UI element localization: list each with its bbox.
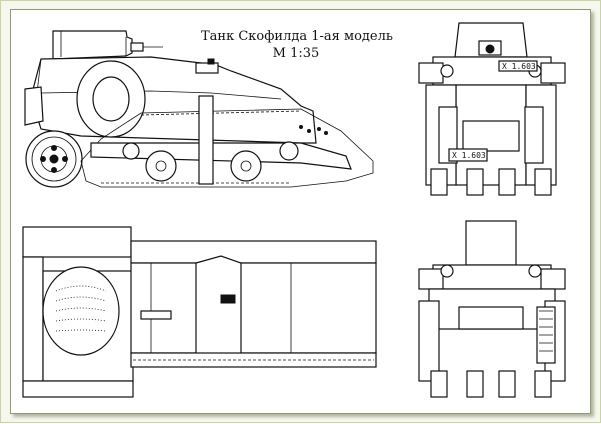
drawing-title-name: Танк Скофилда 1-ая модель bbox=[201, 29, 393, 44]
road-wheel-1 bbox=[145, 150, 177, 182]
turret-mg bbox=[130, 42, 144, 52]
rear-turret bbox=[465, 220, 517, 266]
front-plate-number: X 1.603 bbox=[502, 62, 536, 71]
road-wheel-2 bbox=[230, 150, 262, 182]
top-hull bbox=[130, 262, 377, 354]
rear-view bbox=[418, 220, 566, 398]
top-ring bbox=[42, 266, 120, 356]
top-view bbox=[22, 226, 377, 398]
drawing-title: Танк Скофилда 1-ая модель М 1:35 bbox=[201, 28, 393, 62]
hull-side bbox=[30, 56, 317, 144]
turret bbox=[52, 30, 133, 60]
drawing-scale: М 1:35 bbox=[272, 46, 320, 61]
front-lower-plate: X 1.603 bbox=[452, 151, 486, 160]
front-view: X 1.603 X 1.603 bbox=[418, 22, 566, 196]
front-plate bbox=[498, 60, 538, 72]
track-outline bbox=[80, 108, 374, 188]
side-view bbox=[24, 30, 374, 188]
